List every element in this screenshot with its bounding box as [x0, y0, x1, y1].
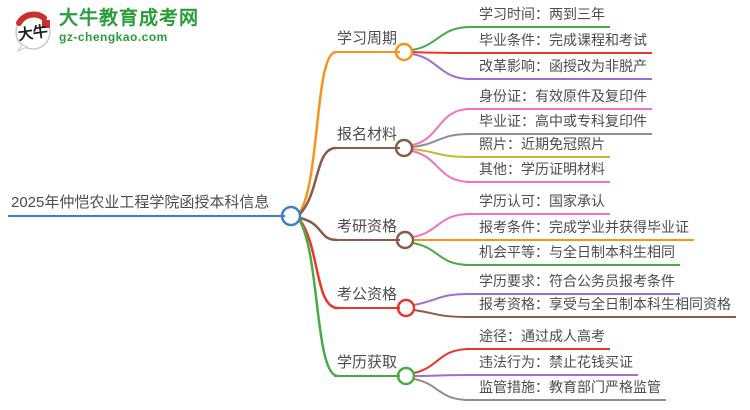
- leaf-connector: [413, 378, 471, 401]
- branch-node-handle[interactable]: [396, 298, 416, 318]
- branch-connector: [298, 146, 338, 216]
- leaf-node[interactable]: 毕业条件：完成课程和考试: [466, 30, 652, 54]
- leaf-node[interactable]: 学历认可：国家承认: [466, 191, 610, 215]
- leaf-connector: [412, 213, 471, 238]
- leaf-node[interactable]: 学习时间：两到三年: [466, 4, 610, 28]
- leaf-connector: [413, 374, 471, 377]
- leaf-connector: [411, 53, 471, 80]
- leaf-node[interactable]: 身份证：有效原件及复印件: [466, 86, 652, 110]
- branch-connector: [298, 50, 338, 214]
- leaf-node[interactable]: 其他：学历证明材料: [466, 159, 610, 183]
- central-topic[interactable]: 2025年仲恺农业工程学院函授本科信息: [8, 193, 286, 217]
- branch-connector: [298, 218, 340, 310]
- leaf-node[interactable]: 报考资格：享受与全日制本科生相同资格: [466, 294, 736, 318]
- leaf-node[interactable]: 机会平等：与全日制本科生相同: [466, 242, 680, 266]
- leaf-connector: [411, 26, 471, 51]
- leaf-node[interactable]: 改革影响：函授改为非脱产: [466, 56, 652, 80]
- leaf-node[interactable]: 学历要求：符合公务员报考条件: [466, 271, 680, 295]
- branch-node-handle[interactable]: [396, 366, 416, 386]
- leaf-node[interactable]: 毕业证：高中或专科复印件: [466, 111, 652, 135]
- logo-mark-text: 大牛: [17, 22, 49, 44]
- leaf-connector: [411, 51, 471, 54]
- leaf-node[interactable]: 违法行为：禁止花钱买证: [466, 352, 638, 376]
- leaf-connector: [413, 309, 471, 318]
- leaf-node[interactable]: 照片：近期免冠照片: [466, 134, 610, 158]
- leaf-connector: [413, 293, 471, 306]
- branch-connector: [298, 219, 340, 378]
- branch-node-degree[interactable]: 学历获取: [334, 353, 401, 377]
- leaf-node[interactable]: 途径：通过成人高考: [466, 326, 610, 350]
- leaf-connector: [411, 108, 471, 146]
- logo-title: 大牛教育成考网: [59, 8, 200, 29]
- leaf-connector: [411, 150, 471, 183]
- leaf-connectors: [411, 26, 471, 401]
- leaf-node[interactable]: 监管措施：教育部门严格监管: [466, 377, 666, 401]
- branch-connector: [298, 216, 339, 242]
- site-logo: 大牛 大牛教育成考网 gz-chengkao.com: [12, 9, 199, 53]
- leaf-connector: [412, 242, 471, 266]
- branch-node-materials[interactable]: 报名材料: [334, 125, 401, 149]
- branch-node-study-cycle[interactable]: 学习周期: [334, 29, 401, 53]
- leaf-connector: [413, 348, 471, 374]
- branch-node-civil-service[interactable]: 考公资格: [334, 285, 401, 309]
- logo-mark-icon: 大牛: [15, 11, 51, 53]
- logo-domain: gz-chengkao.com: [59, 30, 168, 44]
- leaf-node[interactable]: 报考条件：完成学业并获得毕业证: [466, 217, 694, 241]
- branch-node-postgrad[interactable]: 考研资格: [334, 217, 401, 241]
- branch-connectors: [298, 50, 340, 378]
- leaf-connector: [411, 148, 471, 158]
- leaf-connector: [411, 133, 471, 148]
